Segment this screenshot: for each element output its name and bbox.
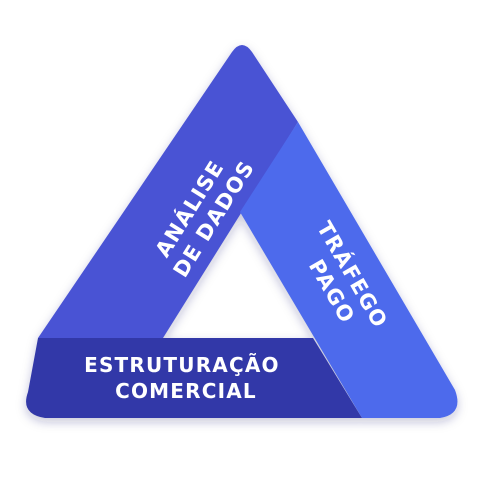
label-estruturacao-comercial: ESTRUTURAÇÃO COMERCIAL (84, 353, 288, 403)
segment-analise-de-dados (38, 45, 298, 338)
segment-estruturacao-comercial (26, 338, 362, 418)
segment-trafego-pago (240, 122, 458, 418)
